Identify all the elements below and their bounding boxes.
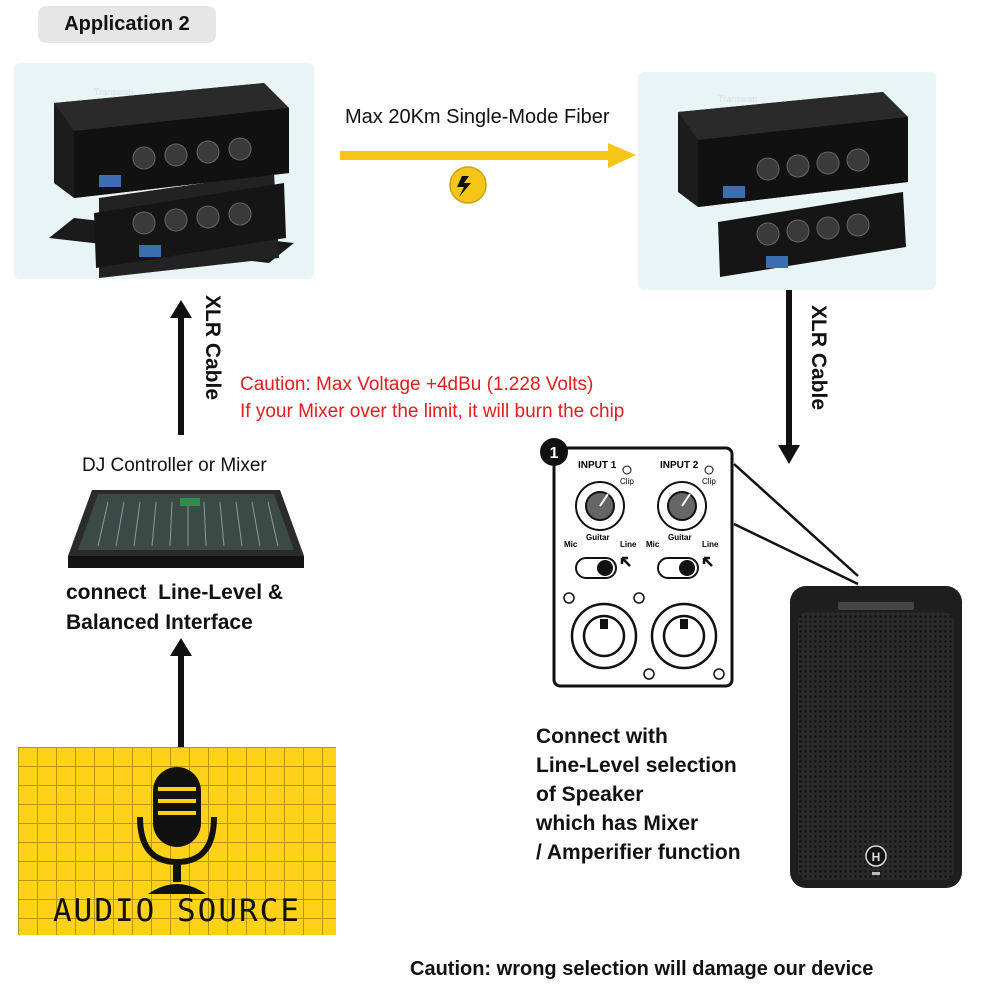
line-label-1: Line: [620, 540, 637, 549]
xlr-cable-label-left: XLR Cable: [201, 295, 224, 401]
speaker-instruction: Connect with Line-Level selection of Spe…: [536, 725, 741, 864]
bottom-caution: Caution: wrong selection will damage our…: [410, 958, 874, 980]
speaker-input-panel: 1 INPUT 1 INPUT 2 Clip Clip Mic Guitar L…: [540, 438, 859, 688]
mic-label-1: Mic: [564, 540, 578, 549]
audio-source-box: [18, 747, 336, 935]
xlr-down-arrow: [778, 290, 800, 464]
fiber-label: Max 20Km Single-Mode Fiber: [345, 106, 610, 128]
page-title: Application 2: [38, 6, 216, 43]
audio-source-label: AUDIO SOURCE: [53, 893, 301, 929]
step-badge: 1: [550, 445, 559, 462]
mixer-instruction: connect Line-Level & Balanced Interface: [66, 581, 284, 634]
input2-label: INPUT 2: [660, 460, 699, 471]
transmitter-device-illustration: Transwan: [49, 83, 294, 278]
device-brand: Transwan: [94, 87, 133, 97]
source-up-arrow: [170, 638, 192, 750]
clip-label-1: Clip: [620, 477, 634, 486]
device-brand: Transwan: [718, 94, 757, 104]
transmitter-panel: Transwan: [14, 63, 314, 279]
clip-label-2: Clip: [702, 477, 716, 486]
guitar-label-2: Guitar: [668, 533, 692, 542]
svg-text:H: H: [872, 850, 881, 864]
guitar-label-1: Guitar: [586, 533, 610, 542]
voltage-caution: Caution: Max Voltage +4dBu (1.228 Volts)…: [240, 371, 624, 425]
speaker-illustration: H: [790, 586, 962, 888]
caution-line-2: If your Mixer over the limit, it will bu…: [240, 401, 625, 422]
xlr-cable-label-right: XLR Cable: [807, 305, 830, 411]
line-label-2: Line: [702, 540, 719, 549]
receiver-panel: Transwan: [638, 72, 936, 290]
microphone-icon: [137, 767, 217, 894]
mixer-title: DJ Controller or Mixer: [82, 455, 267, 476]
receiver-device-illustration: Transwan: [678, 92, 908, 277]
xlr-up-arrow: [170, 300, 192, 435]
input1-label: INPUT 1: [578, 460, 617, 471]
fiber-link-arrow: [340, 143, 636, 204]
mixer-illustration: [68, 490, 304, 568]
mic-label-2: Mic: [646, 540, 660, 549]
caution-line-1: Caution: Max Voltage +4dBu (1.228 Volts): [240, 374, 594, 395]
